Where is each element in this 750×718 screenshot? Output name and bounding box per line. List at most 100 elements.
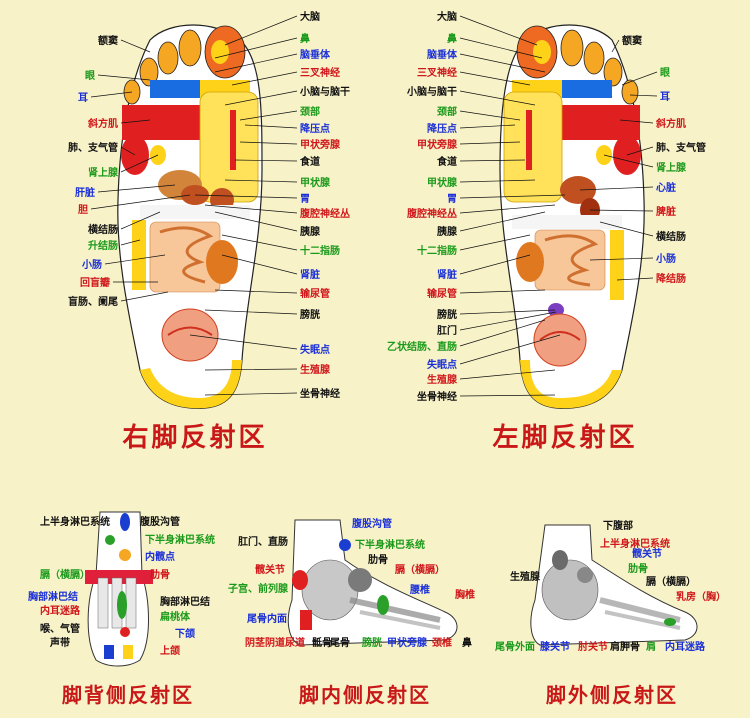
lateral-label: 乳房（胸） bbox=[676, 590, 726, 603]
right-foot-label: 腹腔神经丛 bbox=[300, 207, 350, 220]
left-foot-sole bbox=[499, 24, 645, 409]
leader-line bbox=[244, 124, 298, 129]
left-foot-label: 乙状结肠、直肠 bbox=[387, 340, 457, 353]
lateral-label: 膝关节 bbox=[540, 640, 570, 653]
left-foot-label: 大脑 bbox=[437, 10, 457, 23]
left-foot-label: 小肠 bbox=[655, 252, 676, 265]
medial-label: 膈（横膈） bbox=[394, 563, 445, 576]
lateral-label: 生殖腺 bbox=[510, 570, 541, 583]
leader-line bbox=[459, 141, 521, 145]
right-foot-label: 胆 bbox=[78, 204, 88, 216]
leader-line bbox=[611, 39, 620, 53]
medial-label: 尿道 bbox=[285, 636, 305, 649]
right-foot-label: 脑垂体 bbox=[300, 48, 331, 61]
leader-line bbox=[214, 53, 298, 73]
leader-line bbox=[97, 74, 151, 81]
lateral-label: 尾骨外面 bbox=[495, 640, 535, 653]
medial-label: 胸椎 bbox=[455, 588, 475, 601]
left-foot-label: 膀胱 bbox=[436, 308, 457, 321]
leader-line bbox=[459, 15, 538, 46]
leader-line bbox=[459, 124, 516, 129]
medial-label: 子宫、前列腺 bbox=[228, 582, 289, 595]
lateral-label: 肩胛骨 bbox=[610, 640, 640, 653]
dorsal-label: 喉、气管 bbox=[40, 622, 80, 635]
leader-line bbox=[589, 209, 654, 212]
right-foot-label: 生殖腺 bbox=[300, 363, 331, 376]
right-foot-label: 鼻 bbox=[300, 32, 310, 45]
medial-label: 骶骨 bbox=[312, 636, 332, 649]
right-foot-label: 三叉神经 bbox=[300, 66, 340, 79]
dorsal-label: 肋骨 bbox=[150, 568, 170, 581]
left-foot-label: 鼻 bbox=[447, 32, 457, 45]
left-foot-label: 肾脏 bbox=[437, 268, 457, 281]
right-foot-label: 耳 bbox=[78, 92, 88, 104]
left-foot-label: 肾上腺 bbox=[656, 161, 687, 174]
leader-line bbox=[459, 179, 536, 183]
medial-title: 脚内侧反射区 bbox=[299, 683, 431, 707]
left-foot-label: 耳 bbox=[660, 91, 670, 103]
right-foot-label: 大脑 bbox=[300, 10, 320, 23]
right-foot-label: 斜方肌 bbox=[87, 117, 118, 130]
right-foot-title: 右脚反射区 bbox=[122, 423, 267, 453]
left-foot-label: 输尿管 bbox=[427, 287, 457, 300]
dorsal-label: 扁桃体 bbox=[160, 610, 191, 623]
left-foot-label: 颈部 bbox=[436, 105, 457, 118]
left-foot-label: 十二指肠 bbox=[417, 244, 457, 257]
leader-line bbox=[120, 146, 136, 156]
leader-line bbox=[459, 309, 556, 315]
leader-line bbox=[459, 334, 561, 365]
left-foot-label: 斜方肌 bbox=[655, 117, 686, 130]
left-foot-label: 额窦 bbox=[622, 34, 642, 47]
medial-label: 腰椎 bbox=[409, 583, 430, 596]
left-foot-label: 食道 bbox=[436, 155, 457, 168]
leader-line bbox=[459, 311, 557, 331]
leader-line bbox=[459, 204, 556, 214]
leader-line bbox=[629, 94, 658, 97]
dorsal-foot bbox=[85, 511, 153, 667]
right-foot-label: 升结肠 bbox=[88, 239, 118, 252]
right-foot-sole bbox=[117, 24, 263, 409]
left-foot-label: 眼 bbox=[660, 67, 670, 79]
left-foot-label: 腹腔神经丛 bbox=[407, 207, 457, 220]
right-foot-label: 回盲瓣 bbox=[80, 276, 110, 289]
leader-line bbox=[90, 194, 191, 210]
medial-label: 肛门、直肠 bbox=[237, 535, 288, 548]
leader-line bbox=[234, 159, 298, 162]
left-foot-label: 横结肠 bbox=[656, 230, 686, 243]
leader-line bbox=[194, 194, 298, 199]
leader-line bbox=[459, 319, 546, 347]
medial-foot bbox=[287, 519, 458, 646]
medial-label: 颈椎 bbox=[431, 636, 452, 649]
right-foot-label: 颈部 bbox=[299, 105, 320, 118]
leader-line bbox=[459, 71, 531, 86]
dorsal-label: 下半身淋巴系统 bbox=[145, 533, 215, 546]
lateral-label: 肘关节 bbox=[578, 640, 608, 653]
medial-label: 下半身淋巴系统 bbox=[355, 538, 425, 551]
leader-line bbox=[120, 239, 141, 246]
leader-line bbox=[459, 211, 546, 232]
left-foot-label: 脾脏 bbox=[656, 205, 676, 218]
right-foot-label: 甲状腺 bbox=[300, 176, 331, 189]
dorsal-title: 脚背侧反射区 bbox=[62, 683, 194, 707]
dorsal-label: 内髋点 bbox=[145, 550, 175, 563]
leader-line bbox=[603, 154, 654, 168]
leader-line bbox=[90, 91, 133, 98]
left-foot-label: 胃 bbox=[447, 193, 457, 205]
leader-line bbox=[120, 154, 159, 173]
lateral-foot bbox=[530, 524, 698, 646]
right-foot-label: 膀胱 bbox=[299, 308, 320, 321]
left-foot-label: 降结肠 bbox=[656, 272, 686, 285]
right-foot-label: 胰腺 bbox=[300, 225, 321, 238]
leader-line bbox=[221, 254, 298, 275]
leader-line bbox=[619, 119, 654, 124]
right-foot-label: 肝脏 bbox=[75, 186, 95, 199]
leader-line bbox=[599, 221, 654, 237]
medial-label: 尾骨内面 bbox=[247, 612, 287, 625]
leader-line bbox=[204, 309, 298, 315]
right-foot-label: 小脑与脑干 bbox=[299, 85, 350, 98]
leader-line bbox=[231, 71, 298, 86]
right-foot-label: 坐骨神经 bbox=[300, 387, 340, 400]
leader-line bbox=[579, 186, 654, 191]
left-foot-label: 肺、支气管 bbox=[656, 141, 706, 154]
lateral-label: 膈（横膈） bbox=[645, 575, 696, 588]
